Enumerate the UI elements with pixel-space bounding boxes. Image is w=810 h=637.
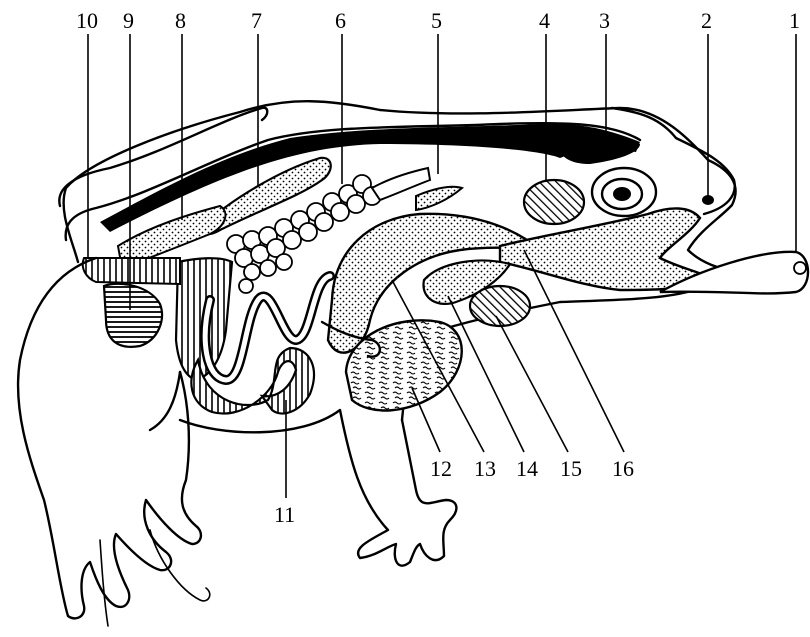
label-9: 9 [123, 8, 134, 33]
label-8: 8 [175, 8, 186, 33]
label-15: 15 [560, 456, 582, 481]
hatched-organ-4 [524, 180, 584, 224]
snout-outline [612, 108, 735, 214]
label-10: 10 [76, 8, 98, 33]
belly-outline [180, 410, 456, 566]
organ-9 [104, 284, 162, 347]
label-12: 12 [430, 456, 452, 481]
label-6: 6 [335, 8, 346, 33]
organ-15-heart [470, 286, 530, 326]
label-3: 3 [599, 8, 610, 33]
label-13: 13 [474, 456, 496, 481]
label-14: 14 [516, 456, 538, 481]
organ-10-band [83, 258, 180, 284]
nostril [702, 195, 714, 205]
label-4: 4 [539, 8, 550, 33]
label-2: 2 [701, 8, 712, 33]
leader-15 [496, 316, 568, 452]
label-7: 7 [251, 8, 262, 33]
organ-5-tip [416, 187, 462, 210]
eye-pupil [613, 187, 631, 201]
label-11: 11 [274, 502, 295, 527]
label-5: 5 [431, 8, 442, 33]
knee [150, 372, 180, 430]
label-16: 16 [612, 456, 634, 481]
organ-16-throat [500, 208, 716, 290]
label-1: 1 [789, 8, 800, 33]
